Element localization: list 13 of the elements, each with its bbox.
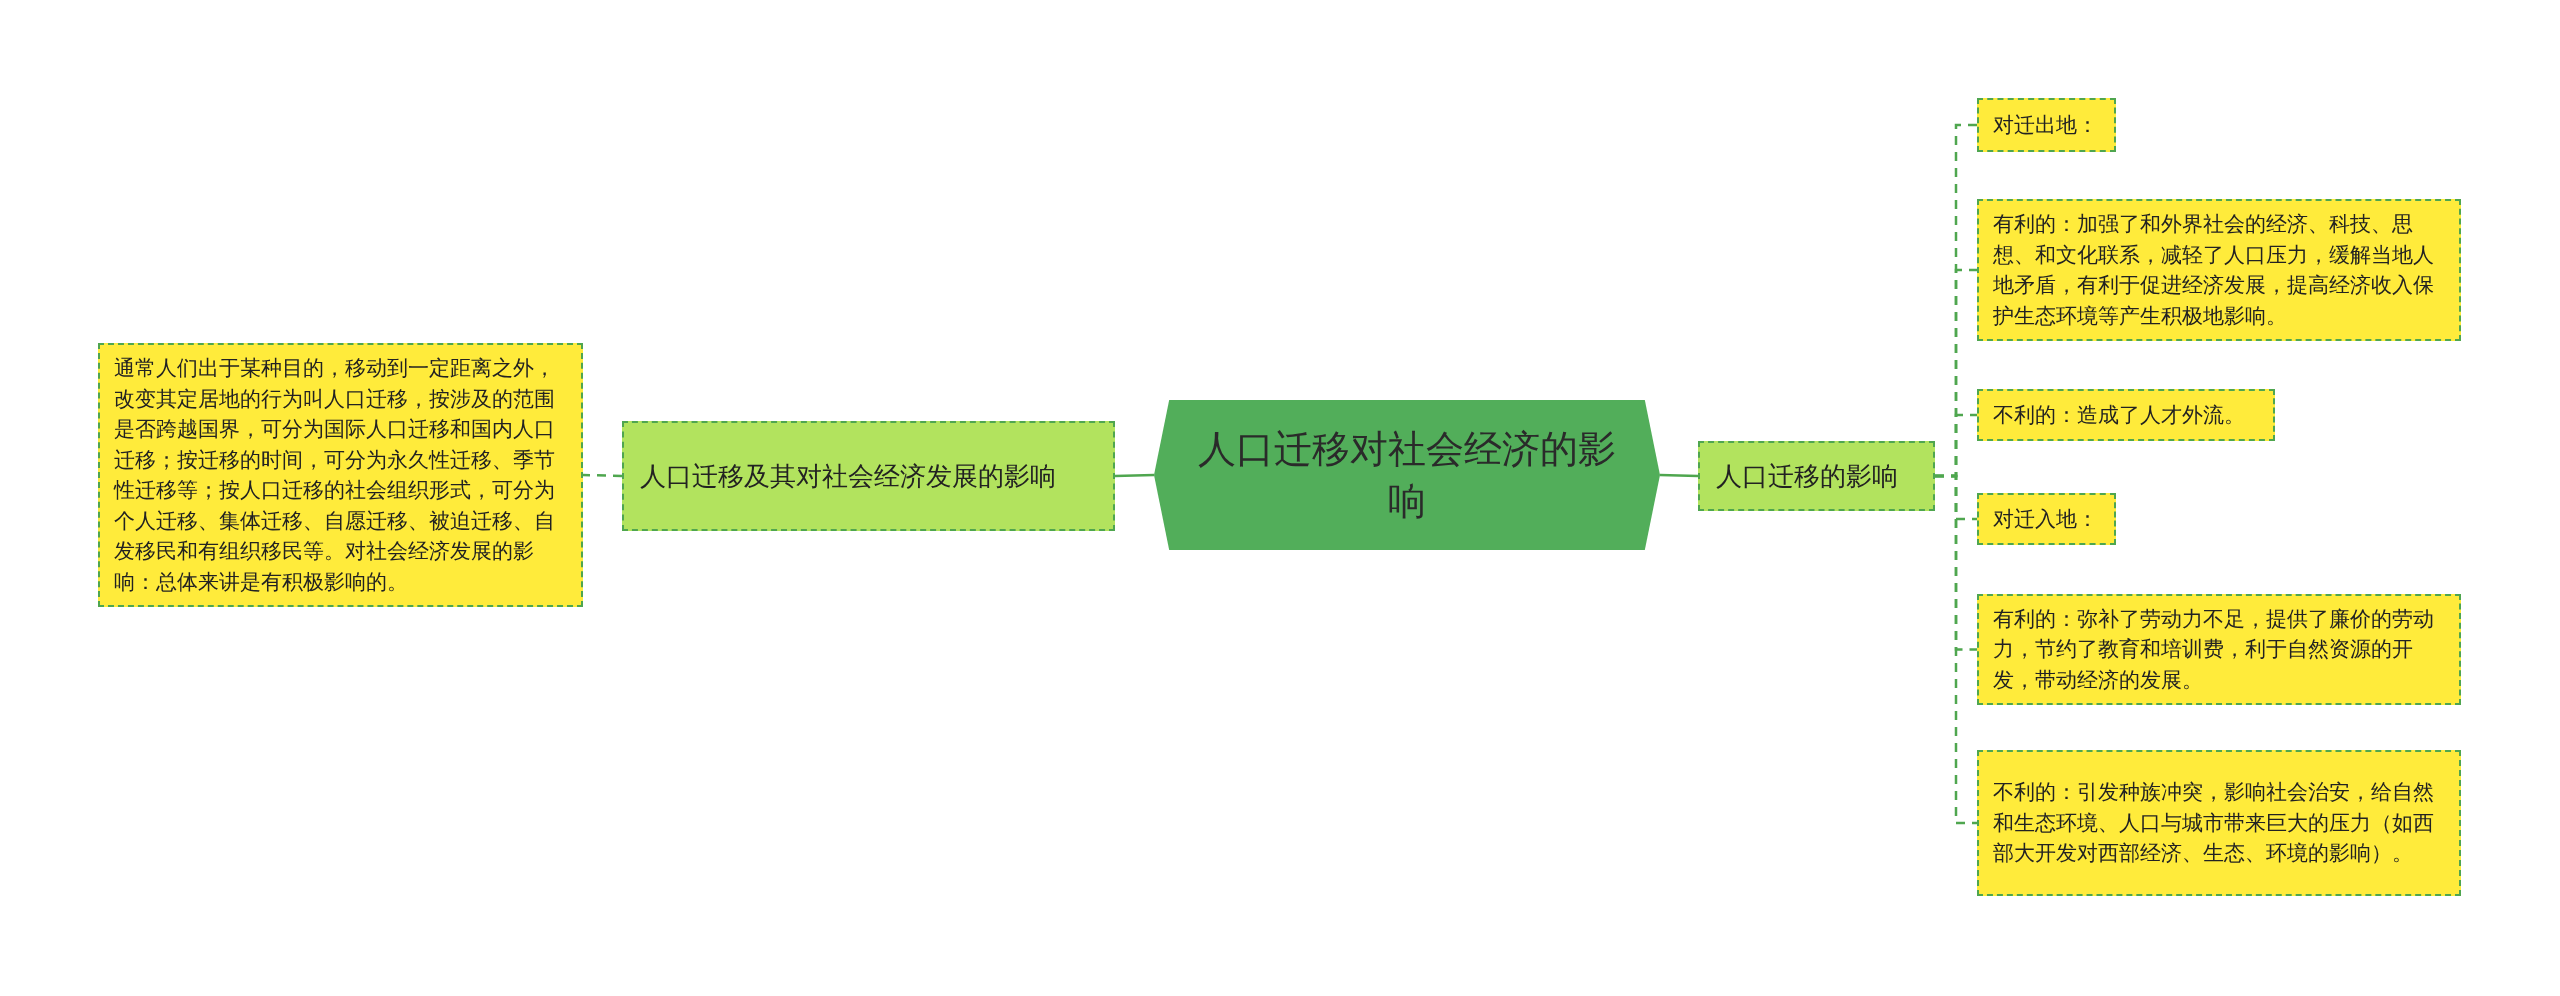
connector-line (1114, 473, 1155, 478)
topic-box: 人口迁移的影响 (1698, 441, 1935, 511)
note-box: 不利的：引发种族冲突，影响社会治安，给自然和生态环境、人口与城市带来巨大的压力（如西部大开发对西部经济、生态、环境的影响）。 (1977, 750, 2461, 896)
note-box: 通常人们出于某种目的，移动到一定距离之外，改变其定居地的行为叫人口迁移，按涉及的范围是否跨越国界，可分为国际人口迁移和国内人口迁移；按迁移的时间，可分为永久性迁移、季节性迁移等；按人口迁移的社会组织形式，可分为个人迁移、集体迁移、自愿迁移、被迫迁移、自发移民和有组织移民等。对社会经济发展的影响：总体来讲是有积极影响的。 (98, 343, 583, 607)
note-box: 对迁入地： (1977, 493, 2116, 545)
connector-line (582, 473, 623, 478)
connector-line (1659, 473, 1699, 478)
note-box: 有利的：加强了和外界社会的经济、科技、思想、和文化联系，减轻了人口压力，缓解当地人地矛盾，有利于促进经济发展，提高经济收入保护生态环境等产生积极地影响。 (1977, 199, 2461, 341)
topic-box: 人口迁移及其对社会经济发展的影响 (622, 421, 1115, 531)
note-box: 对迁出地： (1977, 98, 2116, 152)
note-box: 不利的：造成了人才外流。 (1977, 389, 2275, 441)
connector-line (1935, 474, 1977, 825)
note-box: 有利的：弥补了劳动力不足，提供了廉价的劳动力，节约了教育和培训费，利于自然资源的开发，带动经济的发展。 (1977, 594, 2461, 705)
